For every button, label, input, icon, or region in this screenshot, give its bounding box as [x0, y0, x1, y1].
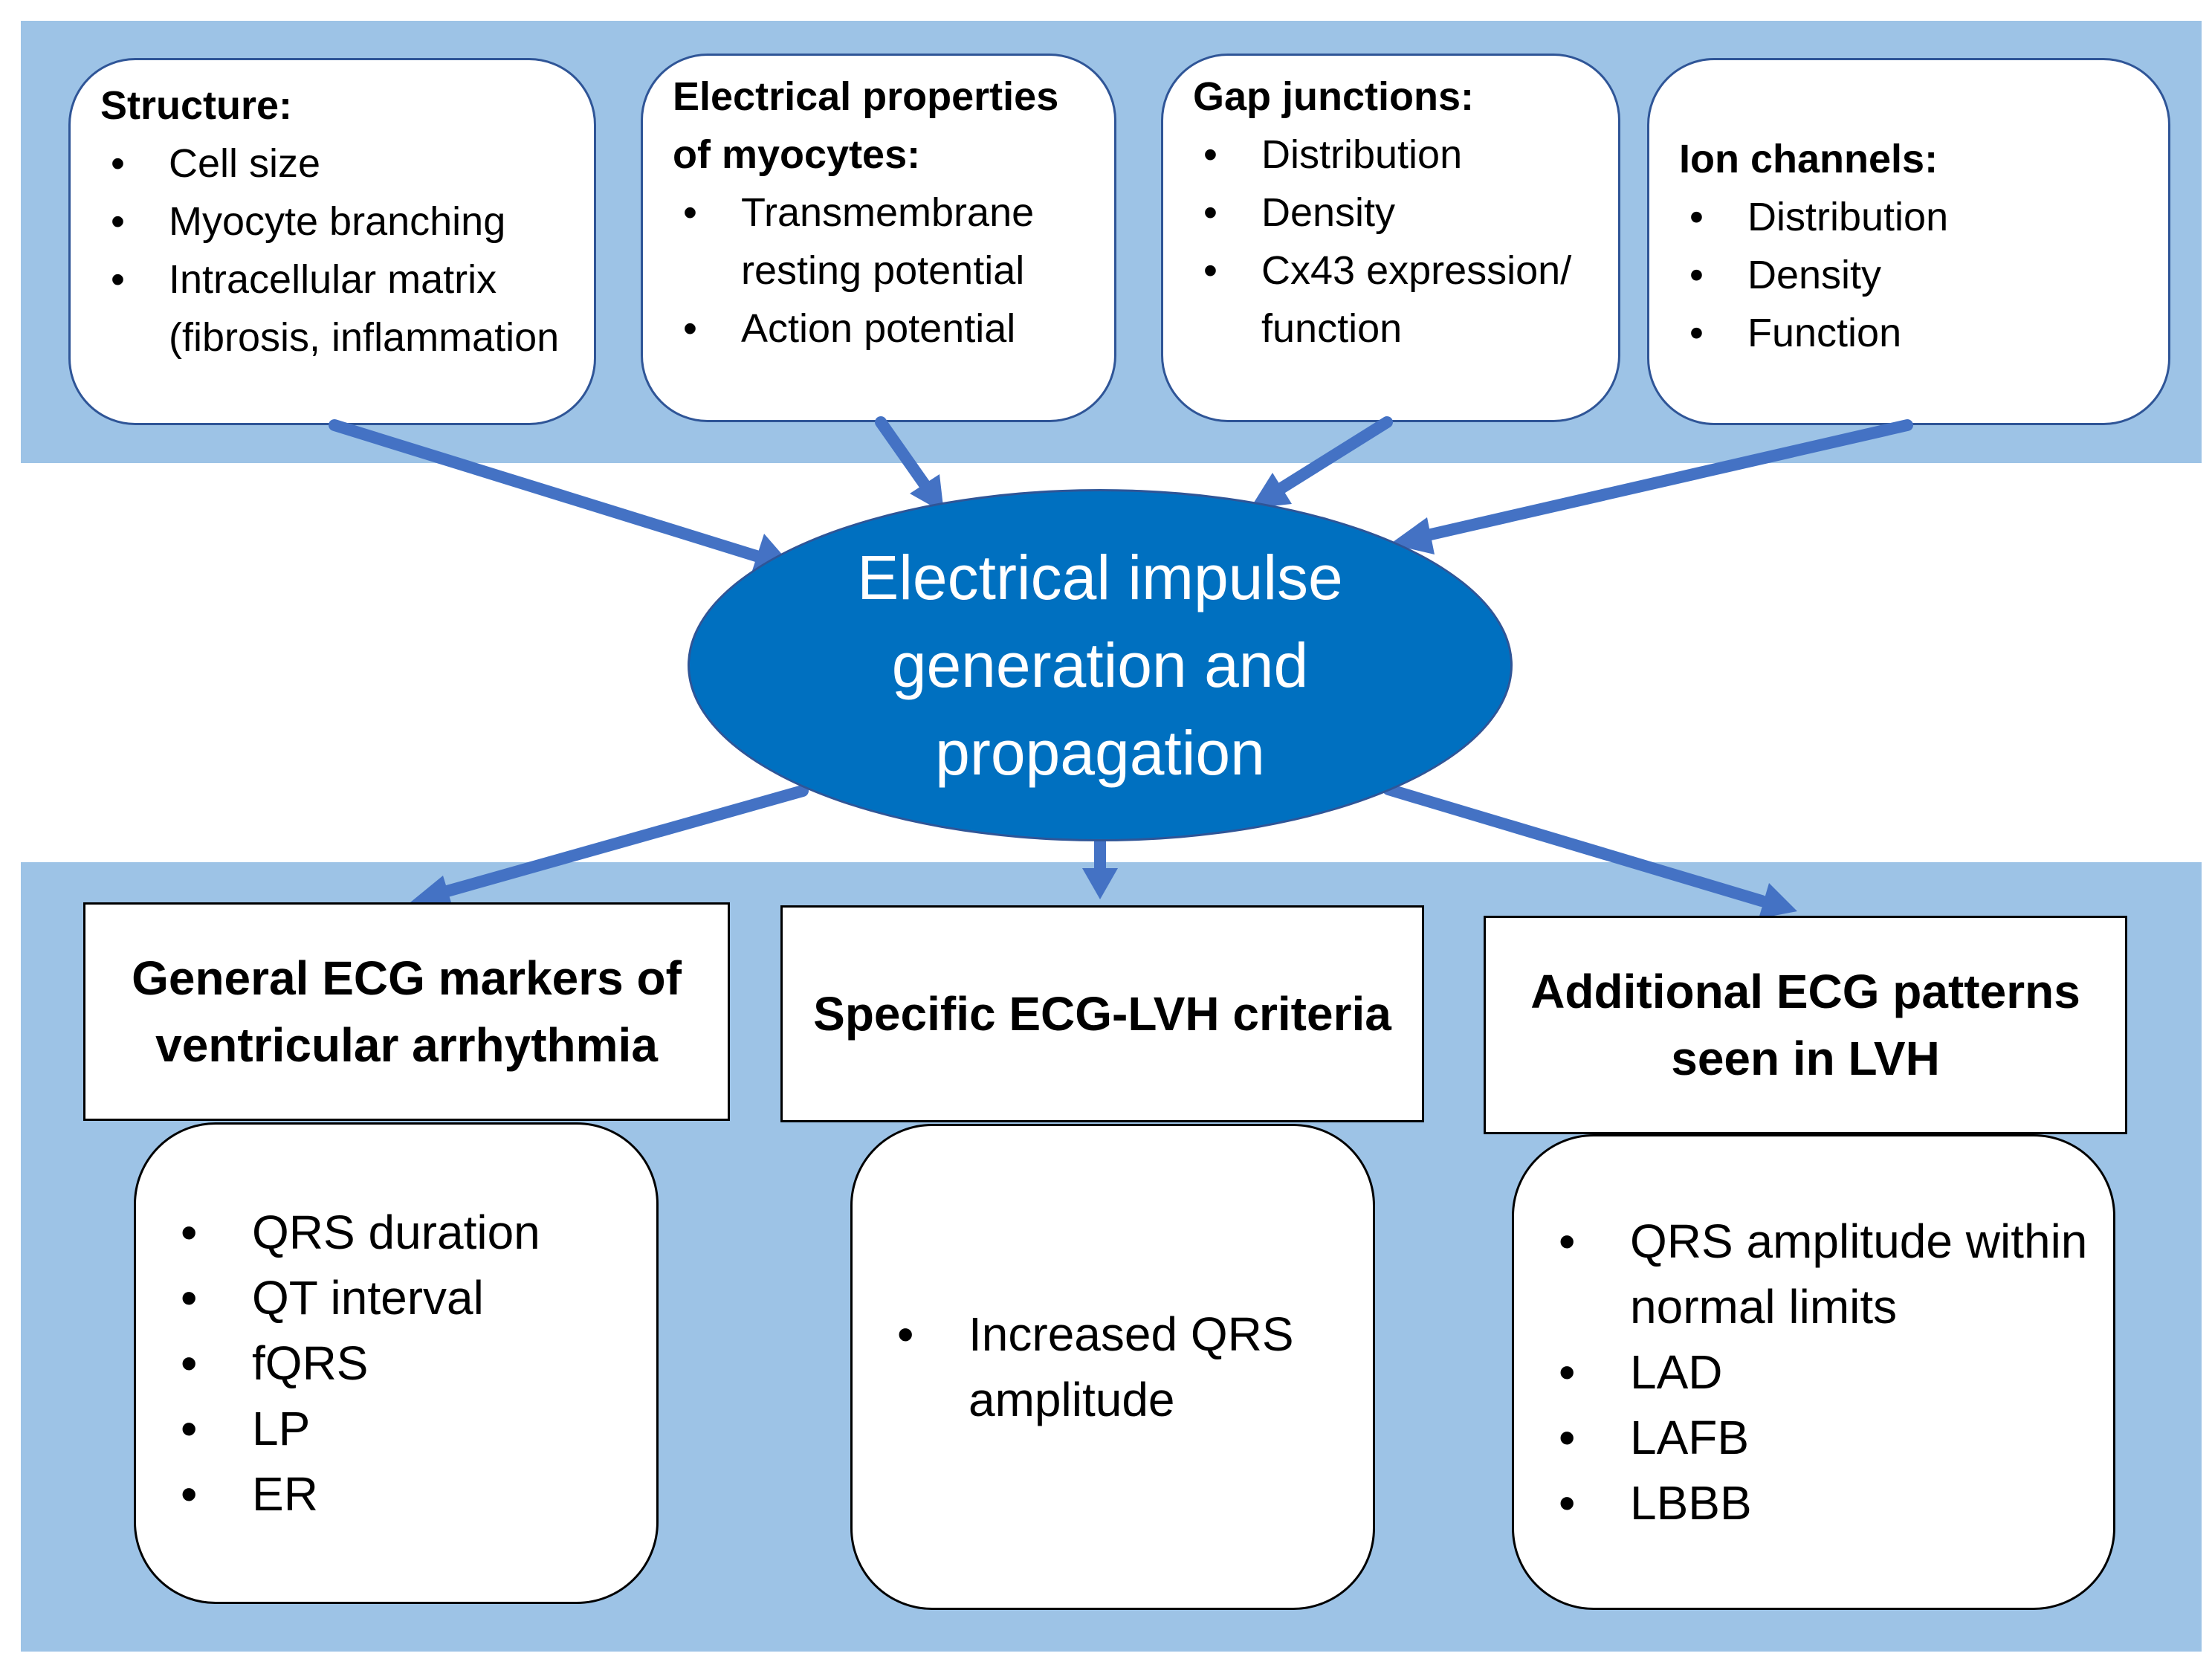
list-item: Increased QRS amplitude — [853, 1301, 1299, 1432]
arrow-gap-junctions-to-center — [1274, 416, 1393, 495]
electrical-properties-title: Electrical properties of myocytes: — [673, 74, 1059, 177]
gap-junctions-title: Gap junctions: — [1193, 74, 1474, 119]
arrowhead-gap-junctions — [1250, 473, 1292, 508]
gap-junctions-box: Gap junctions: Distribution Density Cx43… — [1161, 54, 1620, 422]
list-item: Intracellular matrix (fibrosis, inflamma… — [100, 250, 564, 366]
arrow-electrical-to-center — [875, 416, 931, 491]
list-item: LAFB — [1514, 1405, 2101, 1470]
arrowhead-general — [410, 876, 453, 910]
center-label: Electrical impulse generation and propag… — [857, 543, 1343, 788]
list-item: QRS amplitude within normal limits — [1514, 1209, 2101, 1339]
specific-ecg-lvh-list: Increased QRS amplitude — [853, 1301, 1299, 1432]
list-item: Action potential — [673, 300, 1084, 358]
list-item: QRS duration — [136, 1200, 540, 1265]
list-item: ER — [136, 1461, 540, 1527]
list-item: Myocyte branching — [100, 193, 564, 250]
list-item: QT interval — [136, 1265, 540, 1330]
list-item: Cx43 expression/ function — [1193, 242, 1588, 358]
list-item: LBBB — [1514, 1470, 2101, 1536]
general-ecg-markers-list: QRS duration QT interval fQRS LP ER — [136, 1200, 540, 1527]
ion-channels-list: Distribution Density Function — [1679, 188, 2138, 362]
specific-ecg-lvh-list-box: Increased QRS amplitude — [850, 1124, 1375, 1610]
electrical-properties-list: Transmembrane resting potential Action p… — [673, 184, 1084, 358]
arrow-center-to-additional — [1382, 783, 1768, 907]
list-item: LP — [136, 1396, 540, 1461]
ion-channels-box: Ion channels: Distribution Density Funct… — [1647, 58, 2170, 425]
ion-channels-title: Ion channels: — [1679, 137, 1938, 181]
list-item: Distribution — [1679, 188, 2138, 246]
structure-title: Structure: — [100, 83, 293, 128]
list-item: fQRS — [136, 1330, 540, 1396]
list-item: Function — [1679, 304, 2138, 362]
list-item: Cell size — [100, 135, 564, 193]
additional-ecg-patterns-header: Additional ECG patterns seen in LVH — [1484, 916, 2127, 1134]
general-ecg-markers-header: General ECG markers of ventricular arrhy… — [83, 902, 730, 1121]
structure-box: Structure: Cell size Myocyte branching I… — [68, 58, 596, 425]
general-ecg-markers-list-box: QRS duration QT interval fQRS LP ER — [134, 1122, 659, 1604]
additional-ecg-patterns-list-box: QRS amplitude within normal limits LAD L… — [1512, 1134, 2115, 1610]
arrow-ion-channels-to-center — [1415, 419, 1913, 543]
list-item: Transmembrane resting potential — [673, 184, 1084, 300]
arrow-center-to-general — [439, 785, 809, 898]
structure-list: Cell size Myocyte branching Intracellula… — [100, 135, 564, 366]
gap-junctions-list: Distribution Density Cx43 expression/ fu… — [1193, 126, 1588, 358]
list-item: LAD — [1514, 1339, 2101, 1405]
list-item: Density — [1679, 246, 2138, 304]
electrical-properties-box: Electrical properties of myocytes: Trans… — [641, 54, 1116, 422]
arrow-structure-to-center — [329, 419, 767, 563]
arrowhead-specific — [1082, 868, 1118, 899]
specific-ecg-lvh-header: Specific ECG-LVH criteria — [780, 905, 1424, 1122]
additional-ecg-patterns-list: QRS amplitude within normal limits LAD L… — [1514, 1209, 2101, 1536]
arrowhead-additional — [1759, 883, 1797, 919]
center-ellipse: Electrical impulse generation and propag… — [688, 489, 1513, 841]
list-item: Distribution — [1193, 126, 1588, 184]
list-item: Density — [1193, 184, 1588, 242]
